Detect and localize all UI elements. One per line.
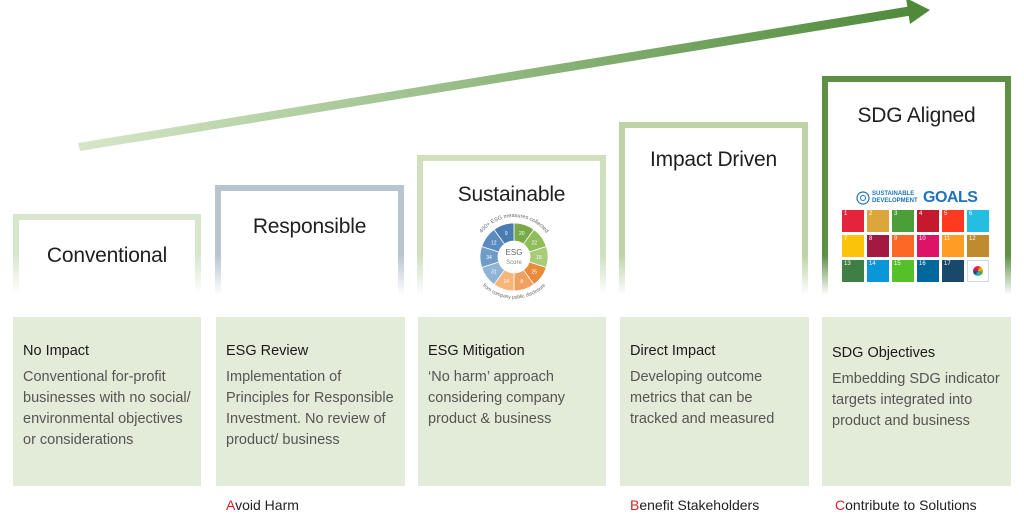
sdg-goal-tile: 2: [867, 210, 889, 232]
esg-wheel-segment-label: 14: [503, 279, 509, 285]
esg-center-line1: ESG: [506, 248, 523, 257]
card-description: Developing outcome metrics that can be t…: [630, 369, 775, 427]
stage-title: SDG Aligned: [857, 104, 976, 127]
card-title: No Impact: [23, 343, 90, 359]
sdg-logo: SUSTAINABLE DEVELOPMENT GOALS: [856, 189, 982, 208]
sdg-goal-tile: 3: [892, 210, 914, 232]
esg-wheel-segment: [493, 222, 515, 245]
card-description: Embedding SDG indicator targets integrat…: [832, 371, 1000, 429]
sdg-goal-tile: 14: [867, 260, 889, 282]
sdg-logo-line1: SUSTAINABLE: [872, 191, 915, 197]
sdg-goal-tile: 5: [942, 210, 964, 232]
card-description: Implementation of Principles for Respons…: [226, 369, 394, 448]
sdg-goal-tile: 15: [892, 260, 914, 282]
card-title: ESG Review: [226, 343, 309, 359]
sdg-goal-tile: 9: [892, 235, 914, 257]
esg-wheel-segment-label: 9: [505, 231, 508, 237]
sdg-goal-tile: 12: [967, 235, 989, 257]
esg-center-line2: Score: [506, 260, 522, 266]
sdg-goal-tile: 1: [842, 210, 864, 232]
sdg-logo-goals: GOALS: [923, 189, 978, 206]
sdg-goal-tile: [967, 260, 989, 282]
stage-sustainable: Sustainable: [417, 155, 606, 295]
sdg-goal-tile: 11: [942, 235, 964, 257]
sdg-goal-tile: 4: [917, 210, 939, 232]
sdg-goal-tile: 7: [842, 235, 864, 257]
card-description: ‘No harm’ approach considering company p…: [428, 369, 566, 427]
stage-conventional: Conventional: [13, 214, 201, 294]
sdg-goal-tile: 6: [967, 210, 989, 232]
footer-benefit-stakeholders: Benefit Stakeholders: [630, 497, 760, 513]
stage-title: Conventional: [46, 244, 168, 267]
sdg-goal-tile: 10: [917, 235, 939, 257]
card-esg-mitigation: ESG Mitigation ‘No harm’ approach consid…: [418, 317, 606, 486]
un-emblem-icon: [856, 191, 870, 205]
sdg-goal-tile: 16: [917, 260, 939, 282]
card-esg-review: ESG Review Implementation of Principles …: [216, 317, 405, 486]
esg-wheel-segment-label: 22: [531, 240, 537, 246]
stage-impact-driven: Impact Driven: [619, 122, 808, 295]
sdg-goal-tile: 17: [942, 260, 964, 282]
esg-wheel-segment-label: 34: [486, 255, 492, 261]
esg-wheel-segment-label: 25: [531, 270, 537, 276]
sdg-goal-tile: 8: [867, 235, 889, 257]
sdg-wheel-icon: [973, 266, 983, 276]
esg-wheel-segment-label: 12: [491, 240, 497, 246]
sdg-goal-tile: 13: [842, 260, 864, 282]
card-title: ESG Mitigation: [428, 343, 525, 359]
esg-wheel-segment-label: 20: [519, 231, 525, 237]
card-title: Direct Impact: [630, 343, 716, 359]
footer-avoid-harm: Avoid Harm: [226, 497, 299, 513]
card-description: Conventional for-profit businesses with …: [23, 369, 191, 448]
stage-title: Impact Driven: [650, 148, 777, 171]
esg-wheel-segment-label: 15: [536, 255, 542, 261]
progress-arrow: [78, 0, 930, 151]
card-sdg-objectives: SDG Objectives Embedding SDG indicator t…: [822, 317, 1011, 486]
footer-contribute-solutions: Contribute to Solutions: [835, 497, 977, 513]
card-no-impact: No Impact Conventional for-profit busine…: [13, 317, 201, 486]
card-direct-impact: Direct Impact Developing outcome metrics…: [620, 317, 809, 486]
esg-wheel-segment-label: 31: [491, 270, 497, 276]
sdg-logo-line2: DEVELOPMENT: [872, 198, 918, 204]
esg-wheel-segment-label: 8: [520, 279, 523, 285]
stage-title: Sustainable: [457, 183, 566, 206]
stage-responsible: Responsible: [215, 185, 404, 295]
card-title: SDG Objectives: [832, 345, 936, 361]
stage-title: Responsible: [252, 215, 367, 238]
